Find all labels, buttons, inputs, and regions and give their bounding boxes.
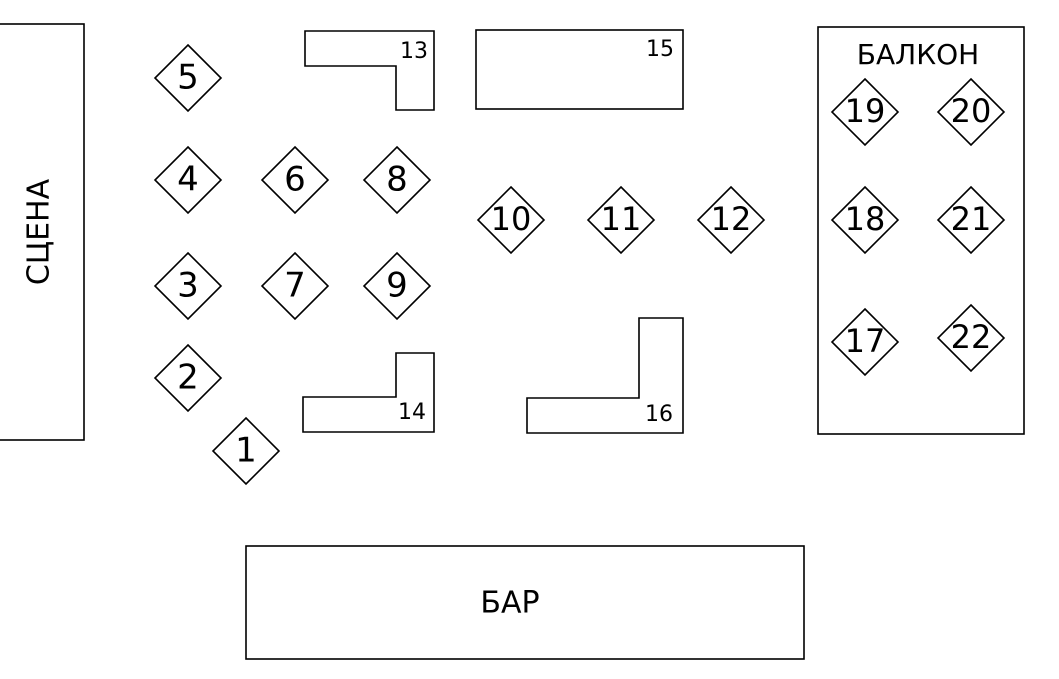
round-table-10[interactable]: 10: [476, 185, 546, 255]
long-table-13-shape: [304, 30, 435, 111]
round-table-10-label: 10: [491, 200, 532, 238]
round-table-8-shape: [362, 145, 432, 215]
round-table-5-label: 5: [177, 58, 199, 98]
bar-label: БАР: [480, 586, 539, 621]
round-table-20[interactable]: 20: [936, 77, 1006, 147]
round-table-17-label: 17: [845, 322, 886, 360]
round-table-2-shape: [153, 343, 223, 413]
round-table-19[interactable]: 19: [830, 77, 900, 147]
round-table-11-label: 11: [601, 200, 642, 238]
round-table-6-shape: [260, 145, 330, 215]
round-table-12[interactable]: 12: [696, 185, 766, 255]
round-table-9-shape: [362, 251, 432, 321]
round-table-2-label: 2: [177, 358, 199, 398]
round-table-12-label: 12: [711, 200, 752, 238]
round-table-4-shape: [153, 145, 223, 215]
round-table-2[interactable]: 2: [153, 343, 223, 413]
long-table-14-shape: [302, 352, 435, 433]
round-table-8-label: 8: [386, 160, 408, 200]
round-table-3[interactable]: 3: [153, 251, 223, 321]
round-table-7-shape: [260, 251, 330, 321]
round-table-8[interactable]: 8: [362, 145, 432, 215]
bar-box: [245, 545, 805, 660]
round-table-3-shape: [153, 251, 223, 321]
stage-label: СЦЕНА: [22, 178, 57, 285]
round-table-3-label: 3: [177, 266, 199, 306]
long-table-15-shape: [475, 29, 684, 110]
round-table-11[interactable]: 11: [586, 185, 656, 255]
round-table-21-shape: [936, 185, 1006, 255]
round-table-1-shape: [211, 416, 281, 486]
long-table-16[interactable]: 16: [526, 317, 684, 434]
round-table-5[interactable]: 5: [153, 43, 223, 113]
round-table-17-shape: [830, 307, 900, 377]
long-table-13[interactable]: 13: [304, 30, 435, 111]
round-table-20-label: 20: [951, 92, 992, 130]
round-table-5-shape: [153, 43, 223, 113]
round-table-21[interactable]: 21: [936, 185, 1006, 255]
round-table-9[interactable]: 9: [362, 251, 432, 321]
stage-box: [0, 23, 85, 441]
round-table-4-label: 4: [177, 160, 199, 200]
long-table-15-label: 15: [646, 37, 674, 62]
round-table-4[interactable]: 4: [153, 145, 223, 215]
long-table-16-shape: [526, 317, 684, 434]
round-table-7[interactable]: 7: [260, 251, 330, 321]
round-table-22-label: 22: [951, 318, 992, 356]
round-table-9-label: 9: [386, 266, 408, 306]
round-table-1[interactable]: 1: [211, 416, 281, 486]
round-table-18-label: 18: [845, 200, 886, 238]
round-table-1-label: 1: [235, 431, 257, 471]
round-table-19-label: 19: [845, 92, 886, 130]
round-table-11-shape: [586, 185, 656, 255]
round-table-12-shape: [696, 185, 766, 255]
round-table-20-shape: [936, 77, 1006, 147]
long-table-16-label: 16: [645, 402, 673, 427]
round-table-7-label: 7: [284, 266, 306, 306]
long-table-14[interactable]: 14: [302, 352, 435, 433]
long-table-15[interactable]: 15: [475, 29, 684, 110]
round-table-18-shape: [830, 185, 900, 255]
round-table-10-shape: [476, 185, 546, 255]
round-table-6[interactable]: 6: [260, 145, 330, 215]
round-table-17[interactable]: 17: [830, 307, 900, 377]
round-table-19-shape: [830, 77, 900, 147]
long-table-13-label: 13: [400, 39, 428, 64]
round-table-18[interactable]: 18: [830, 185, 900, 255]
round-table-22[interactable]: 22: [936, 303, 1006, 373]
stage: СЦЕНА: [0, 23, 85, 441]
round-table-6-label: 6: [284, 160, 306, 200]
balcony-label: БАЛКОН: [857, 38, 979, 71]
bar: БАР: [245, 545, 805, 660]
round-table-21-label: 21: [951, 200, 992, 238]
round-table-22-shape: [936, 303, 1006, 373]
long-table-14-label: 14: [398, 400, 426, 425]
